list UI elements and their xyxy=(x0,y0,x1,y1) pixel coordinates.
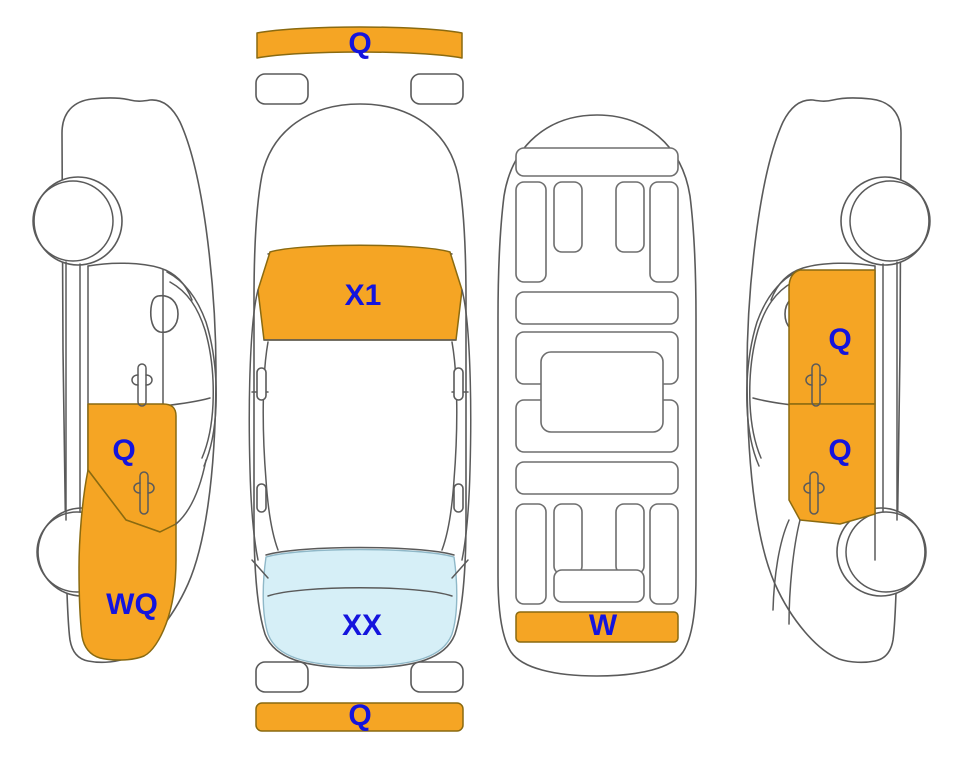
top-windshield-panel xyxy=(257,244,463,341)
right-front-door-handle-icon xyxy=(805,363,827,407)
underside-rear-panel xyxy=(515,611,679,643)
left-front-wheel-outer xyxy=(33,176,123,266)
left-rear-body-line xyxy=(175,459,207,525)
top-front-left-wheel xyxy=(255,73,309,105)
right-rear-body-line xyxy=(772,519,790,611)
underside-section-2-left-outer xyxy=(515,181,547,283)
view-right-side: Q Q xyxy=(746,97,931,664)
left-quarter-panel xyxy=(78,469,177,661)
underside-section-7-left-inner xyxy=(553,503,583,575)
right-front-wheel-inner xyxy=(849,180,931,262)
right-front-wheel-outer xyxy=(840,176,930,266)
right-front-door-label: Q xyxy=(828,323,851,356)
underside-section-3 xyxy=(515,291,679,325)
left-quarter-panel-label: WQ xyxy=(106,588,158,621)
top-left-mirror xyxy=(256,367,267,401)
underside-section-7-right-inner xyxy=(615,503,645,575)
underside-section-1 xyxy=(515,147,679,177)
left-front-door-handle-icon xyxy=(131,363,153,407)
underside-section-7-right-outer xyxy=(649,503,679,605)
left-rear-door-label: Q xyxy=(112,434,135,467)
top-rear-bumper-panel xyxy=(255,702,464,732)
underside-center-block xyxy=(540,351,664,433)
underside-section-6 xyxy=(515,461,679,495)
top-rear-left-wheel xyxy=(255,661,309,693)
top-rear-glass-label: XX xyxy=(342,609,382,642)
right-window-frame-inner xyxy=(749,281,794,459)
top-rear-bumper-label: Q xyxy=(348,699,371,732)
top-front-right-wheel xyxy=(410,73,464,105)
top-roof-rear-edge xyxy=(265,546,455,556)
top-rear-right-wheel xyxy=(410,661,464,693)
right-rear-door-handle-icon xyxy=(803,471,825,515)
right-rear-lower-line xyxy=(788,519,801,625)
top-right-rear-handle xyxy=(453,483,464,513)
underside-section-7-left-outer xyxy=(515,503,547,605)
top-left-rear-handle xyxy=(256,483,267,513)
underside-rear-panel-label: W xyxy=(589,609,618,642)
underside-section-2-right-inner xyxy=(615,181,645,253)
top-rear-glass-panel xyxy=(262,548,458,667)
top-right-door-line-outer xyxy=(461,289,472,561)
right-rear-wheel-outer xyxy=(836,507,926,597)
top-right-mirror xyxy=(453,367,464,401)
right-window-frame xyxy=(746,271,797,467)
top-left-door-line-outer xyxy=(248,289,259,561)
top-body-outline xyxy=(253,103,467,669)
top-front-bumper-label: Q xyxy=(348,27,371,60)
underside-section-2-right-outer xyxy=(649,181,679,283)
view-left-side: Q WQ xyxy=(32,97,217,664)
underside-section-2-left-inner xyxy=(553,181,583,253)
left-window-frame xyxy=(166,271,217,467)
left-rear-door-handle-icon xyxy=(133,471,155,515)
top-front-bumper-panel xyxy=(256,26,463,59)
top-windshield-label: X1 xyxy=(345,279,382,312)
top-trunk-edge xyxy=(267,587,453,597)
left-front-wheel-inner xyxy=(32,180,114,262)
underside-section-8 xyxy=(553,569,645,603)
top-right-rear-corner xyxy=(451,559,469,579)
right-rear-door-label: Q xyxy=(828,434,851,467)
right-rear-wheel-inner xyxy=(845,511,927,593)
left-mirror xyxy=(149,294,179,334)
top-left-rear-corner xyxy=(251,559,269,579)
view-top: Q Q X1 XX xyxy=(248,26,472,732)
left-window-frame-inner xyxy=(169,281,214,459)
view-underside: W xyxy=(497,114,697,677)
